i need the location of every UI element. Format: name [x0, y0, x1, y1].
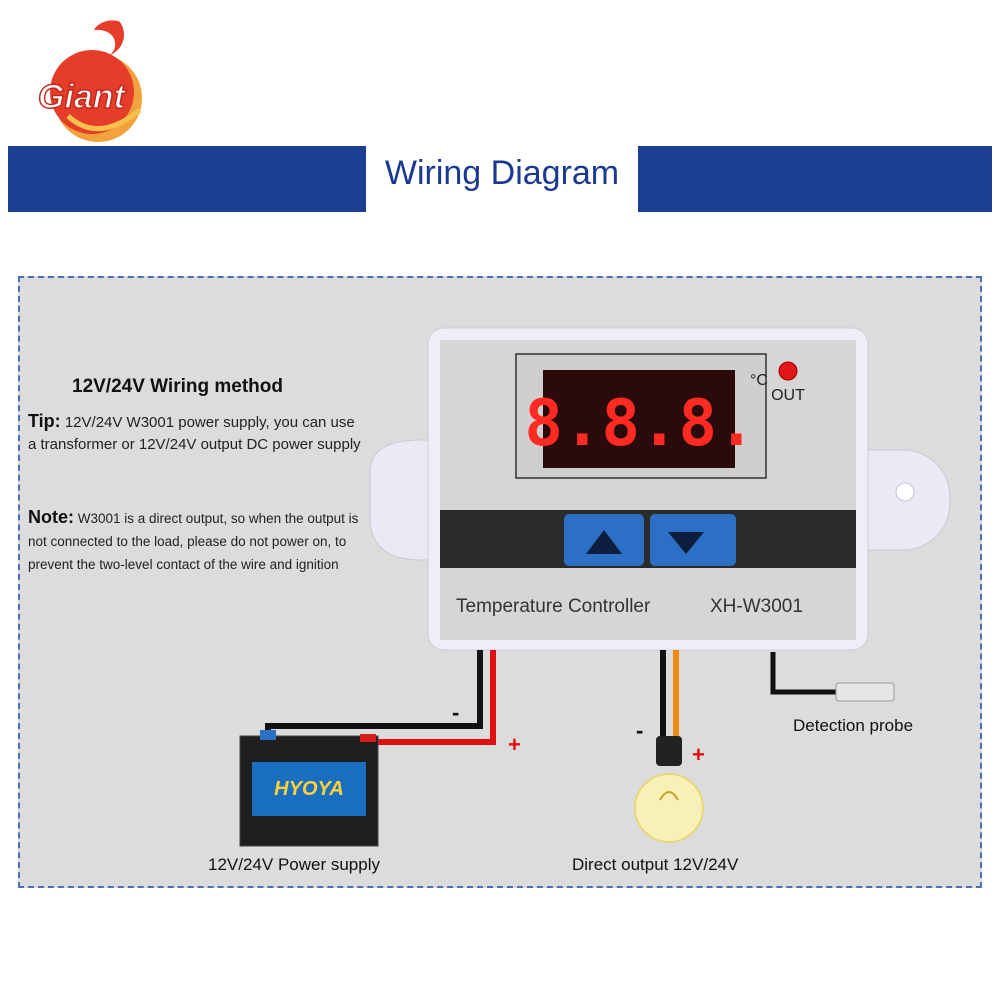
brand-logo: Giant — [37, 20, 142, 142]
bulb-glass — [634, 773, 704, 843]
note-paragraph: Note: W3001 is a direct output, so when … — [28, 506, 363, 576]
controller-caption: Temperature Controller — [456, 596, 651, 617]
wire-power-negative — [265, 650, 483, 736]
light-bulb — [634, 736, 704, 843]
method-title: 12V/24V Wiring method — [72, 376, 283, 397]
header-band-left — [8, 146, 366, 212]
out-led — [778, 361, 798, 381]
bulb-socket — [656, 736, 682, 766]
up-arrow-icon — [586, 530, 622, 554]
tip-text: 12V/24V W3001 power supply, you can use … — [28, 414, 361, 453]
down-arrow-icon — [668, 532, 704, 554]
wire-power-positive — [372, 650, 496, 745]
display-screen — [543, 370, 735, 468]
mount-ear-left — [369, 439, 431, 561]
display-digits: 8.8.8. — [524, 387, 755, 461]
svg-text:Giant: Giant — [38, 78, 127, 116]
battery: HYOYA — [239, 730, 379, 847]
output-minus-sign: - — [636, 718, 644, 743]
controller-model: XH-W3001 — [710, 596, 803, 617]
svg-text:HYOYA: HYOYA — [274, 778, 344, 800]
unit-label: °C — [750, 372, 768, 389]
note-text: W3001 is a direct output, so when the ou… — [28, 511, 359, 572]
output-plus-sign: + — [692, 742, 705, 767]
battery-label — [252, 762, 366, 816]
tip-label: Tip: — [28, 411, 61, 431]
probe-label: Detection probe — [793, 716, 914, 735]
power-supply-label: 12V/24V Power supply — [208, 855, 380, 874]
probe-wire — [770, 652, 840, 695]
probe-sensor — [835, 682, 895, 702]
button-strip — [440, 510, 856, 568]
output-label: Direct output 12V/24V — [572, 855, 739, 874]
note-label: Note: — [28, 507, 74, 527]
out-label: OUT — [771, 387, 805, 404]
tip-paragraph: Tip: 12V/24V W3001 power supply, you can… — [28, 410, 363, 456]
power-minus-sign: - — [452, 700, 460, 725]
page-title: Wiring Diagram — [384, 154, 620, 192]
power-plus-sign: + — [508, 732, 521, 757]
header-band-right — [638, 146, 992, 212]
mount-hole — [895, 482, 915, 502]
